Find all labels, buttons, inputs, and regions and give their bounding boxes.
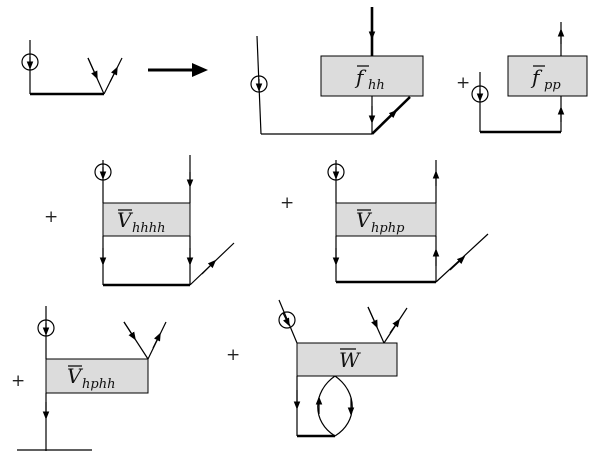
external-vertex-circle xyxy=(94,163,112,181)
bubble-left-arc xyxy=(317,375,336,437)
f-pp-subscript: pp xyxy=(544,78,561,93)
plus-sign: + xyxy=(44,207,58,227)
plus-sign: + xyxy=(456,73,470,93)
outgoing-line xyxy=(435,233,489,283)
v-hhhh-subscript: hhhh xyxy=(132,221,166,236)
v-hphh-subscript: hphh xyxy=(82,377,115,392)
transform-arrow xyxy=(148,63,208,77)
f-hh-operator-box xyxy=(320,55,424,97)
arrow-down-icon xyxy=(282,312,290,327)
plus-sign: + xyxy=(280,193,294,213)
arrow-up-icon xyxy=(389,318,400,334)
arrow-up-icon xyxy=(152,332,161,349)
v-hhhh-symbol: V xyxy=(117,208,134,232)
arrow-down-icon xyxy=(367,306,378,329)
v-hhhh-operator-box xyxy=(102,202,191,237)
f-hh-diagram: f hh xyxy=(250,7,424,135)
lhs-diagram xyxy=(21,40,123,96)
external-vertex-circle xyxy=(250,75,268,93)
v-hphh-operator-box xyxy=(45,358,149,394)
arrow-down-icon xyxy=(87,57,98,80)
w-symbol: W xyxy=(339,348,361,372)
external-vertex-circle xyxy=(327,163,345,181)
f-pp-operator-box xyxy=(507,55,588,97)
bubble-right-arc xyxy=(334,375,353,437)
arrow-up-icon xyxy=(201,259,217,275)
plus-sign: + xyxy=(226,345,240,365)
v-hphh-symbol: V xyxy=(67,364,84,388)
arrow-up-icon xyxy=(381,109,398,125)
v-hphh-diagram: + V hphh xyxy=(11,306,167,451)
v-hhhh-diagram: + V hhhh xyxy=(44,155,235,287)
arrow-up-icon xyxy=(449,255,466,271)
external-vertex-circle xyxy=(21,53,39,71)
external-vertex-circle xyxy=(37,319,55,337)
arrow-up-icon xyxy=(109,66,118,83)
arrow-down-icon xyxy=(123,321,136,341)
v-hphp-subscript: hphp xyxy=(371,221,405,236)
plus-sign: + xyxy=(11,371,25,391)
f-pp-diagram: + f pp xyxy=(456,22,588,134)
external-vertex-circle xyxy=(471,85,489,103)
v-hphp-operator-box xyxy=(335,202,437,237)
v-hphp-diagram: + V hphp xyxy=(280,160,489,284)
f-hh-subscript: hh xyxy=(368,78,385,93)
v-hphp-symbol: V xyxy=(356,208,373,232)
external-vertex-circle xyxy=(278,311,296,329)
w-diagram: + W xyxy=(226,299,408,438)
